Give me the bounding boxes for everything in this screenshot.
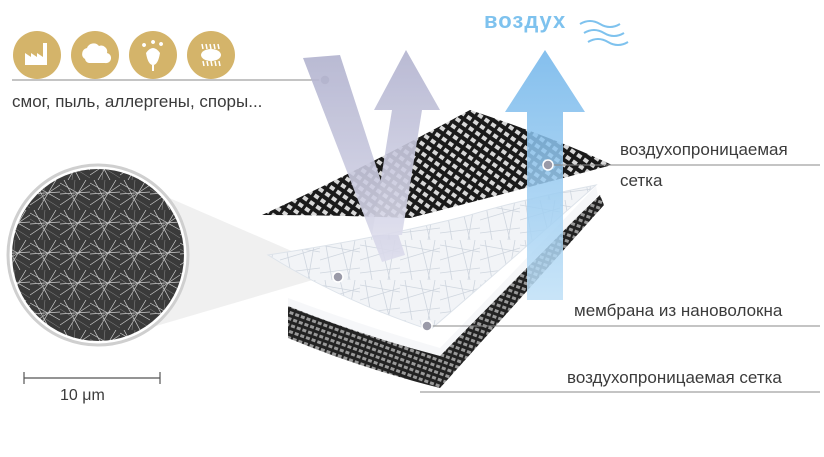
nanofiber-microscope-image: [12, 169, 184, 341]
dust-cloud-icon: [71, 31, 119, 79]
air-label: воздух: [484, 8, 567, 33]
pollutants-caption: смог, пыль, аллергены, споры...: [12, 92, 263, 111]
pollen-flower-icon: [129, 31, 177, 79]
blocked-particles-arrows: [303, 50, 440, 262]
membrane-label: мембрана из нановолокна: [574, 301, 783, 320]
inner-mesh-label: воздухопроницаемая сетка: [567, 368, 782, 387]
outer-mesh-marker: [542, 159, 554, 171]
pollutant-icons: [13, 31, 235, 79]
scale-bar: [23, 372, 161, 384]
membrane-marker: [421, 320, 433, 332]
factory-icon: [13, 31, 61, 79]
wind-lines-icon: [579, 20, 629, 46]
outer-mesh-layer: [262, 110, 612, 218]
germ-icon: [187, 31, 235, 79]
scale-label: 10 μm: [60, 387, 105, 404]
outer-mesh-label-line2: сетка: [620, 171, 663, 190]
membrane-zoom-marker: [332, 271, 344, 283]
air-flow-arrow: [505, 50, 585, 300]
inner-mesh-layer: [288, 195, 604, 388]
outer-mesh-label-line1: воздухопроницаемая: [620, 140, 788, 159]
nanofiber-membrane-layer: [266, 184, 598, 331]
